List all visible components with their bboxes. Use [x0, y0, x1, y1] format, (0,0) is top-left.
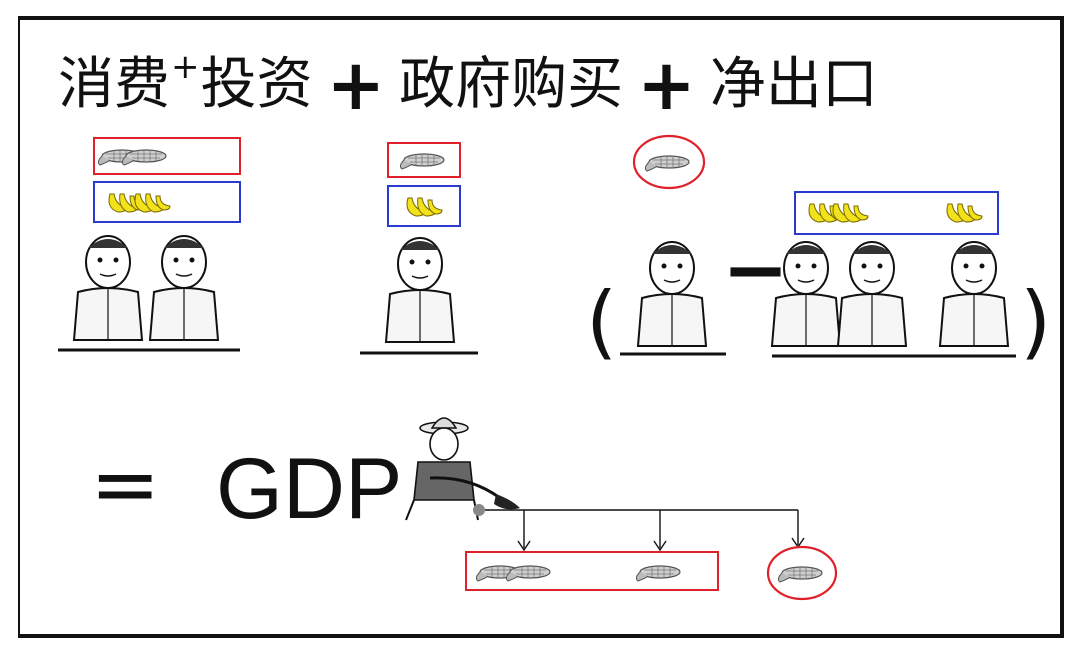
export-output-circle — [766, 545, 838, 601]
banana-icon — [406, 197, 443, 217]
domestic-output-box — [465, 551, 719, 591]
open-paren: ( — [586, 275, 618, 368]
gdp-formula-title: 消费+投资+政府购买+净出口 — [58, 50, 878, 120]
farmer-icon — [405, 417, 520, 521]
banana-icon — [808, 203, 983, 223]
diagram-frame — [18, 16, 1064, 638]
close-paren: ) — [1020, 275, 1052, 368]
export-goods-circle — [632, 134, 706, 190]
plus-sign-big: + — [326, 44, 386, 126]
government-fruit-box — [387, 185, 461, 227]
government-goods-box — [387, 142, 461, 178]
output-distribution-arrows — [485, 509, 805, 552]
minus-sign: − — [722, 223, 790, 316]
import-fruit-box — [794, 191, 999, 235]
corn-icon — [777, 566, 823, 583]
banana-icon — [108, 193, 171, 213]
consumption-fruit-box — [93, 181, 241, 223]
term-net-exports: 净出口 — [709, 52, 878, 117]
gdp-label: GDP — [216, 441, 403, 537]
plus-sign-small: + — [171, 47, 200, 87]
plus-sign-big: + — [637, 44, 696, 126]
corn-icon — [97, 149, 167, 166]
cartoon-person-icon — [385, 237, 455, 343]
equals-sign: = — [90, 435, 161, 533]
consumption-goods-box — [93, 137, 241, 175]
corn-icon — [644, 155, 690, 172]
output-node — [473, 504, 485, 516]
corn-icon — [399, 153, 445, 170]
term-government-purchases: 政府购买 — [399, 52, 624, 117]
corn-icon — [475, 565, 681, 582]
cartoon-person-icon — [73, 235, 219, 341]
cartoon-person-icon — [637, 241, 1009, 347]
term-consumption: 消费 — [58, 52, 170, 117]
term-investment: 投资 — [200, 52, 313, 117]
